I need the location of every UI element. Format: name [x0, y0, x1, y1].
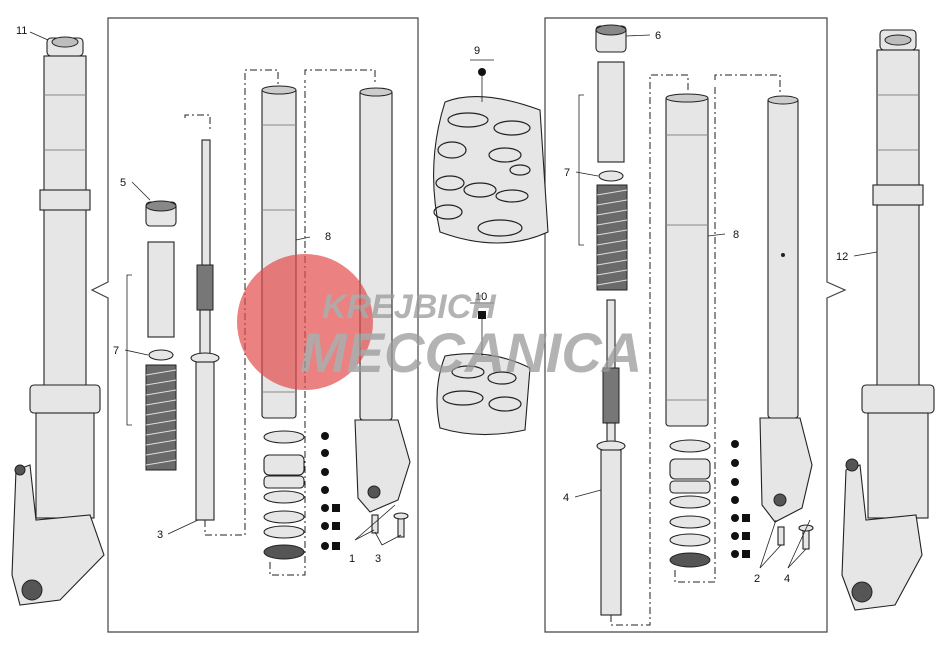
callout-5: 5	[120, 177, 126, 189]
callout-12: 12	[836, 251, 848, 263]
callout-7-left: 7	[113, 345, 119, 357]
left-seal-stack	[263, 80, 306, 576]
krejbich-meccanica-watermark: KREJBICH MECCANICA	[237, 254, 642, 390]
callout-3-left-rod: 3	[157, 529, 163, 541]
complete-fork-right	[841, 29, 935, 611]
callout-8-left: 8	[325, 231, 331, 243]
callout-6: 6	[655, 30, 661, 42]
watermark-line-1: KREJBICH	[322, 288, 497, 326]
callout-9: 9	[474, 45, 480, 57]
right-foot-screws	[777, 524, 814, 550]
callout-4-right-rod: 4	[563, 492, 569, 504]
right-kit-markers	[731, 440, 750, 558]
left-damper-rod	[184, 69, 279, 536]
complete-fork-left	[11, 36, 105, 606]
left-kit-markers	[321, 432, 340, 550]
callout-labels: 11 5 7 3 8 1 3 9 10 6 7 4 8 2 4 12	[16, 25, 848, 585]
left-cap-spring-group	[126, 200, 177, 471]
callout-1: 1	[349, 553, 355, 565]
callout-8-right: 8	[733, 229, 739, 241]
right-damper-rod	[596, 74, 689, 626]
right-cap-spring-group	[578, 24, 628, 291]
right-outer-tube	[665, 74, 781, 427]
callout-11: 11	[16, 25, 27, 37]
seal-kit-10	[436, 302, 531, 436]
callout-4-right-screw: 4	[784, 573, 790, 585]
callout-3-left-screw: 3	[375, 553, 381, 565]
left-foot-screws	[371, 512, 409, 538]
callout-2: 2	[754, 573, 760, 585]
callout-10: 10	[475, 291, 487, 303]
seal-kit-9	[433, 59, 549, 244]
callout-leaders	[29, 31, 878, 569]
right-assembly-frame	[544, 17, 847, 633]
right-seal-stack	[669, 85, 716, 583]
right-inner-tube	[759, 95, 813, 523]
watermark-line-2: MECCANICA	[300, 321, 642, 384]
left-assembly-frame	[90, 17, 419, 633]
callout-7-right: 7	[564, 167, 570, 179]
